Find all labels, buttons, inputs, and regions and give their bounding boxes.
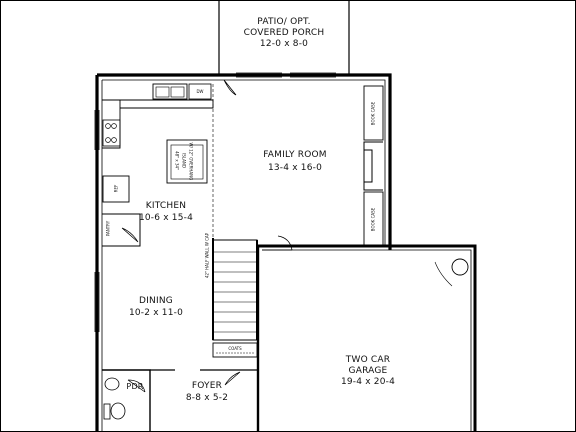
island-label-2: ISLAND [181, 153, 187, 168]
pdr-door [127, 379, 146, 393]
fireplace [363, 141, 383, 191]
island-top [170, 144, 204, 180]
island-label-3: W/ 12" OVERHANG [188, 142, 194, 181]
water-heater [451, 258, 469, 276]
stair-wall [212, 238, 258, 340]
stair-treads [213, 251, 257, 333]
foyer-name: FOYER [191, 381, 223, 391]
kitchen-name: KITCHEN [145, 201, 187, 211]
stair [212, 239, 258, 341]
pantry-label: PANTRY [105, 220, 111, 237]
fridge-label: REF [113, 184, 119, 193]
book-case-lower [363, 191, 384, 247]
patio-dimensions: 12-0 x 8-0 [259, 39, 309, 49]
powder-wall [102, 369, 151, 432]
book-case-lower-label: BOOK CASE [370, 207, 376, 232]
family-room-name: FAMILY ROOM [263, 150, 327, 160]
dishwasher [188, 83, 212, 100]
burner-1 [105, 123, 111, 129]
toilet-tank [103, 403, 111, 420]
garage-outline [258, 244, 477, 432]
windows [94, 72, 336, 332]
foyer-door [224, 371, 241, 386]
garage-outline-inner [262, 249, 472, 432]
exterior-wall [95, 73, 392, 432]
dishwasher-label: DW [196, 89, 204, 94]
kitchen-sink [152, 83, 188, 100]
pantry-door [121, 227, 139, 243]
burner-3 [105, 137, 111, 143]
powder-room-name: PDR [126, 382, 144, 391]
pdr-toilet [110, 402, 126, 420]
dining-name: DINING [139, 296, 173, 306]
kitchen-counter [102, 99, 214, 149]
exterior-wall-inner [101, 79, 386, 432]
rear-door-swing [223, 79, 237, 96]
coat-closet [212, 342, 258, 358]
garage-dimensions: 19-4 x 20-4 [340, 377, 396, 387]
garage-name-line1: TWO CAR [345, 355, 391, 365]
book-case-upper-label: BOOK CASE [370, 101, 376, 126]
sink-bowl-right [170, 86, 185, 98]
garage-name-line2: GARAGE [348, 366, 388, 376]
pantry-wall [102, 213, 141, 247]
island-label-1: 48" x 34" [174, 151, 180, 170]
kitchen-dimensions: 10-6 x 15-4 [138, 213, 194, 223]
book-case-upper [363, 85, 384, 141]
family-room-dimensions: 13-4 x 16-0 [267, 163, 323, 173]
coats-label: COATS [228, 346, 242, 351]
garage-door-swing [262, 235, 293, 251]
patio-name-line1: PATIO/ OPT. [257, 17, 311, 27]
burner-4 [111, 137, 117, 143]
pdr-sink [104, 377, 120, 391]
water-heater-arc [434, 261, 453, 287]
burner-2 [111, 123, 117, 129]
kitchen-island [166, 139, 208, 184]
half-wall-label: 42" HALF WALL W CAP [204, 232, 210, 279]
dining-dimensions: 10-2 x 11-0 [128, 308, 184, 318]
refrigerator [102, 175, 130, 203]
patio-name-line2: COVERED PORCH [243, 28, 325, 38]
cooktop [102, 119, 121, 147]
foyer-dimensions: 8-8 x 5-2 [185, 393, 229, 403]
sink-bowl-left [155, 86, 170, 98]
